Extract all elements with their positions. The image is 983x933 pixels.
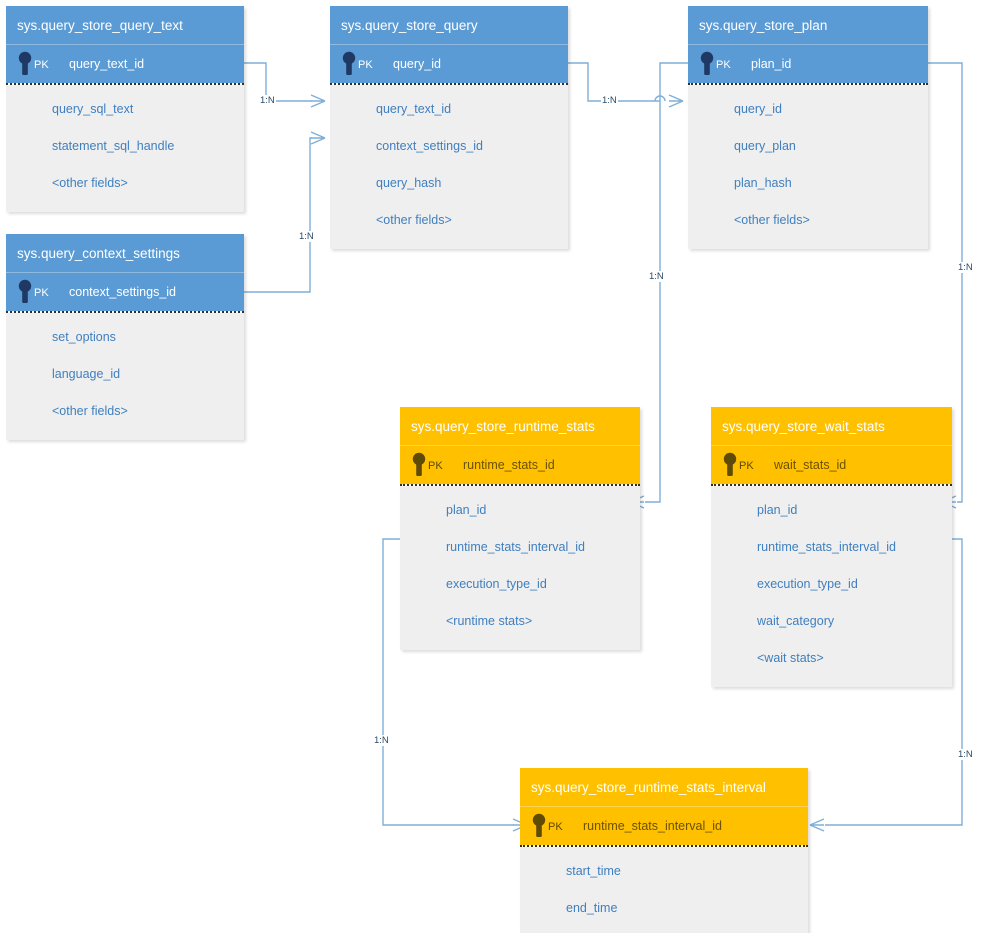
field-row: context_settings_id (376, 139, 484, 153)
pk-field-name: runtime_stats_id (463, 458, 555, 472)
pk-field-name: context_settings_id (69, 285, 177, 299)
key-icon (698, 45, 742, 83)
cardinality-label-query-plan: 1:N (601, 95, 618, 106)
field-row: query_sql_text (52, 102, 134, 116)
pk-separator (6, 311, 244, 313)
cardinality-label-runtime-interval: 1:N (373, 735, 390, 746)
entity-query-store-wait-stats[interactable]: sys.query_store_wait_stats PK wait_stats… (711, 407, 952, 687)
field-row: <runtime stats> (446, 614, 533, 628)
entity-primary-key-row[interactable]: PK plan_id (688, 45, 928, 83)
relationship-query-to-plan (568, 62, 684, 108)
key-icon (721, 446, 765, 484)
key-icon (16, 273, 60, 311)
field-row: query_plan (734, 139, 796, 153)
field-row: query_id (734, 102, 782, 116)
entity-query-store-query[interactable]: sys.query_store_query PK query_id query_… (330, 6, 568, 249)
field-row: runtime_stats_interval_id (757, 540, 896, 554)
pk-separator (520, 845, 808, 847)
pk-field-name: query_id (393, 57, 441, 71)
field-row: statement_sql_handle (52, 139, 175, 153)
entity-field-list: query_sql_text statement_sql_handle <oth… (6, 85, 244, 212)
pk-field-name: runtime_stats_interval_id (583, 819, 722, 833)
field-row: start_time (566, 864, 621, 878)
entity-field-list: plan_id runtime_stats_interval_id execut… (400, 486, 640, 650)
entity-field-list: plan_id runtime_stats_interval_id execut… (711, 486, 952, 687)
entity-title: sys.query_store_wait_stats (711, 407, 952, 446)
key-icon (340, 45, 384, 83)
field-row: wait_category (757, 614, 835, 628)
field-row: <wait stats> (757, 651, 824, 665)
entity-query-store-plan[interactable]: sys.query_store_plan PK plan_id query_id… (688, 6, 928, 249)
relationship-query_text-to-query (244, 62, 326, 108)
entity-primary-key-row[interactable]: PK context_settings_id (6, 273, 244, 311)
field-row: end_time (566, 901, 618, 915)
pk-badge: PK (428, 460, 443, 472)
key-icon (16, 45, 60, 83)
field-row: plan_hash (734, 176, 792, 190)
field-row: <other fields> (52, 404, 128, 418)
cardinality-label-plan-wait: 1:N (957, 262, 974, 273)
cardinality-label-context-query: 1:N (298, 231, 315, 242)
entity-title: sys.query_store_runtime_stats (400, 407, 640, 446)
entity-query-context-settings[interactable]: sys.query_context_settings PK context_se… (6, 234, 244, 440)
entity-title: sys.query_store_query (330, 6, 568, 45)
pk-separator (688, 83, 928, 85)
entity-primary-key-row[interactable]: PK runtime_stats_interval_id (520, 807, 808, 845)
pk-separator (400, 484, 640, 486)
field-row: query_hash (376, 176, 442, 190)
entity-field-list: start_time end_time (520, 847, 808, 933)
field-row: execution_type_id (446, 577, 547, 591)
key-icon (410, 446, 454, 484)
cardinality-label-text-query: 1:N (259, 95, 276, 106)
field-row: set_options (52, 330, 116, 344)
entity-field-list: query_text_id context_settings_id query_… (330, 85, 568, 249)
entity-title: sys.query_store_plan (688, 6, 928, 45)
entity-primary-key-row[interactable]: PK query_id (330, 45, 568, 83)
pk-badge: PK (548, 821, 563, 833)
pk-field-name: wait_stats_id (774, 458, 847, 472)
pk-badge: PK (34, 59, 49, 71)
key-icon (530, 807, 574, 845)
entity-field-list: query_id query_plan plan_hash <other fie… (688, 85, 928, 249)
entity-primary-key-row[interactable]: PK wait_stats_id (711, 446, 952, 484)
pk-separator (330, 83, 568, 85)
entity-title: sys.query_store_runtime_stats_interval (520, 768, 808, 807)
pk-separator (711, 484, 952, 486)
entity-primary-key-row[interactable]: PK runtime_stats_id (400, 446, 640, 484)
entity-field-list: set_options language_id <other fields> (6, 313, 244, 440)
pk-badge: PK (34, 287, 49, 299)
field-row: plan_id (446, 503, 487, 517)
entity-query-store-query-text[interactable]: sys.query_store_query_text PK query_text… (6, 6, 244, 212)
entity-title: sys.query_context_settings (6, 234, 244, 273)
pk-badge: PK (358, 59, 373, 71)
field-row: language_id (52, 367, 121, 381)
field-row: query_text_id (376, 102, 452, 116)
relationship-context_settings-to-query (244, 131, 326, 293)
field-row: runtime_stats_interval_id (446, 540, 585, 554)
pk-badge: PK (716, 59, 731, 71)
field-row: <other fields> (734, 213, 810, 227)
field-row: execution_type_id (757, 577, 858, 591)
cardinality-label-wait-interval: 1:N (957, 749, 974, 760)
entity-query-store-runtime-stats-interval[interactable]: sys.query_store_runtime_stats_interval P… (520, 768, 808, 933)
pk-badge: PK (739, 460, 754, 472)
pk-field-name: plan_id (751, 57, 792, 71)
pk-field-name: query_text_id (69, 57, 145, 71)
field-row: plan_id (757, 503, 798, 517)
entity-query-store-runtime-stats[interactable]: sys.query_store_runtime_stats PK runtime… (400, 407, 640, 650)
field-row: <other fields> (52, 176, 128, 190)
pk-separator (6, 83, 244, 85)
field-row: <other fields> (376, 213, 452, 227)
entity-title: sys.query_store_query_text (6, 6, 244, 45)
entity-primary-key-row[interactable]: PK query_text_id (6, 45, 244, 83)
cardinality-label-plan-runtime: 1:N (648, 271, 665, 282)
